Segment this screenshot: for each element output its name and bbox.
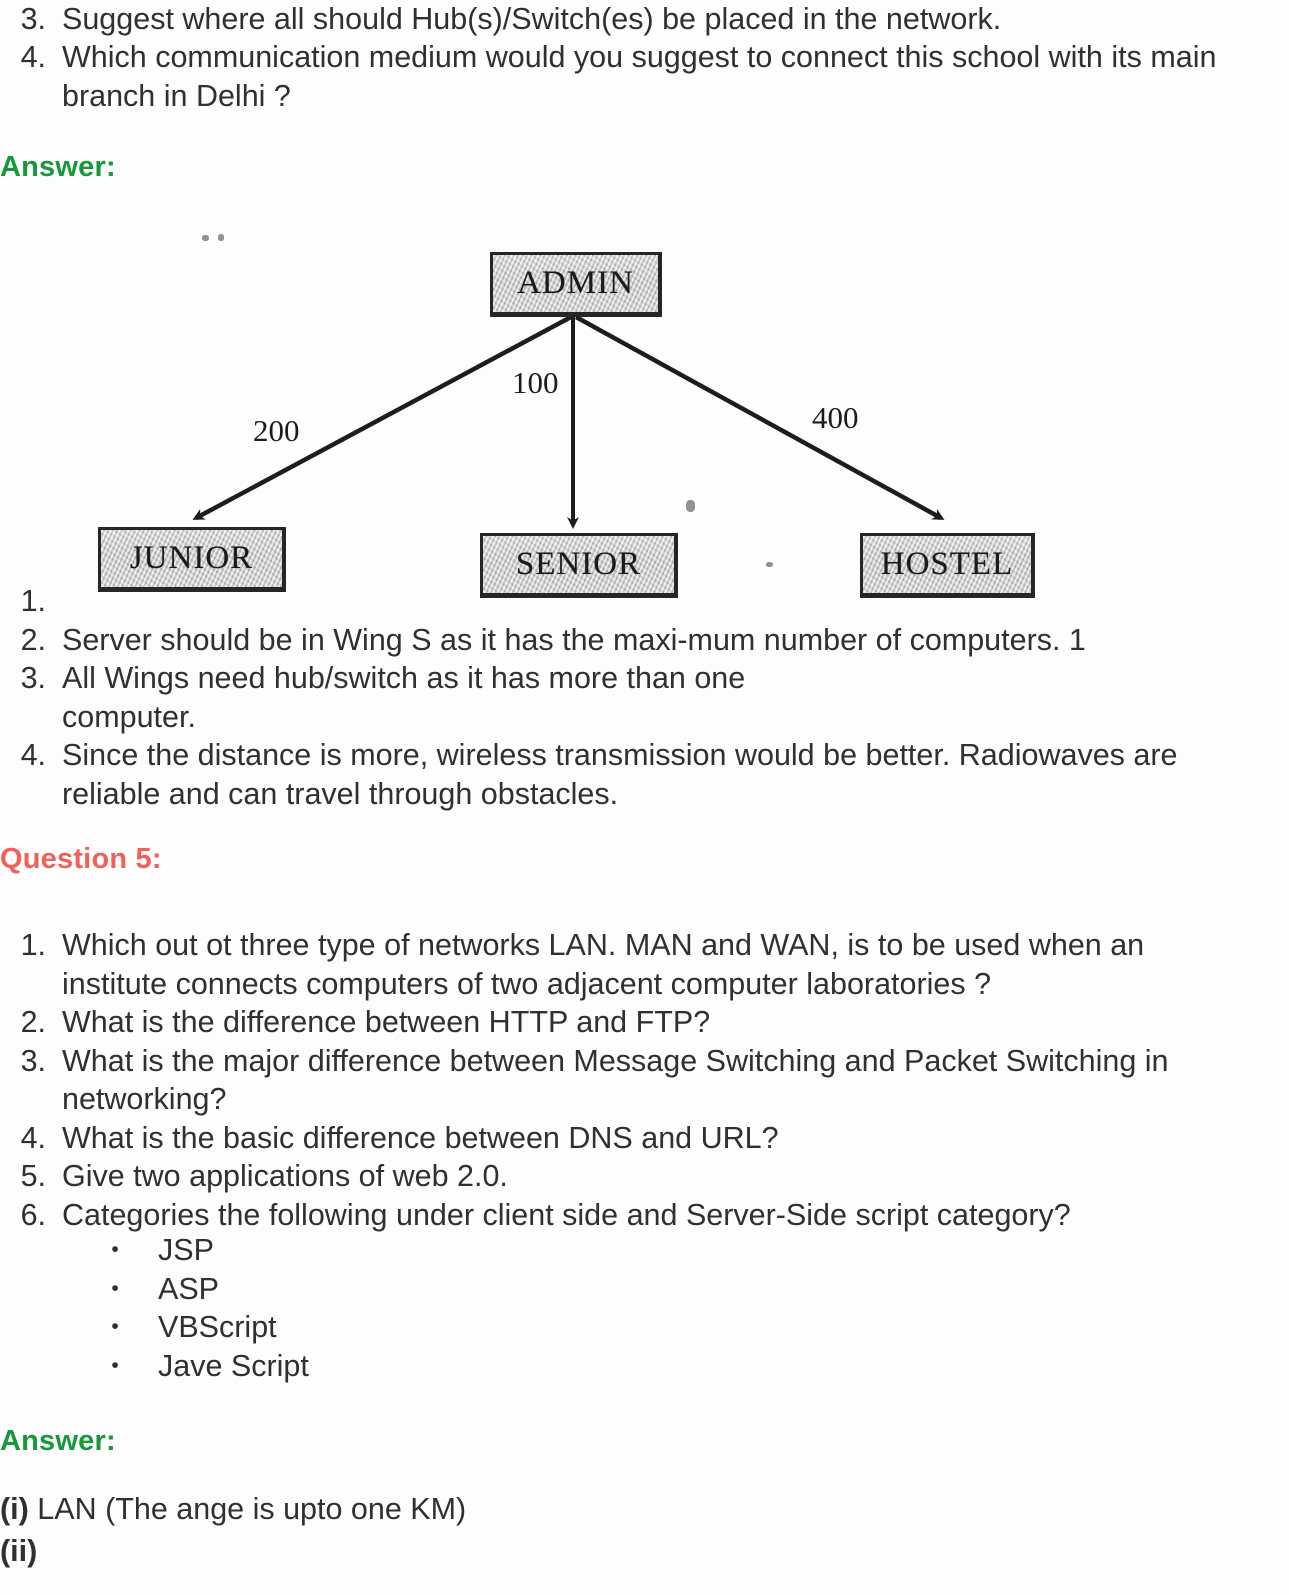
- answer-heading: Answer:: [0, 151, 116, 183]
- node-label: HOSTEL: [880, 546, 1014, 582]
- list-text: Which communication medium would you sug…: [62, 40, 1217, 113]
- list-item: 1.: [0, 582, 1289, 621]
- scan-speck: [202, 235, 209, 241]
- list-text: Suggest where all should Hub(s)/Switch(e…: [62, 2, 1002, 36]
- list-item: • Jave Script: [108, 1347, 309, 1386]
- list-item: 6. Categories the following under client…: [0, 1196, 1289, 1235]
- list-item: 3. Suggest where all should Hub(s)/Switc…: [0, 0, 1289, 38]
- edge-admin-hostel: [574, 315, 945, 520]
- node-label: SENIOR: [515, 546, 642, 582]
- list-marker: 5.: [20, 1159, 46, 1193]
- list-marker: 3.: [20, 2, 46, 36]
- list-item: 4. Since the distance is more, wireless …: [0, 736, 1289, 813]
- list-item: 3. What is the major difference between …: [0, 1042, 1289, 1119]
- edge-label-junior: 200: [253, 413, 300, 448]
- answer-line-text: LAN (The ange is upto one KM): [28, 1492, 467, 1526]
- node-senior: SENIOR: [480, 533, 678, 598]
- node-admin: ADMIN: [490, 252, 662, 317]
- question-heading: Question 5:: [0, 843, 162, 875]
- list-text: Give two applications of web 2.0.: [62, 1159, 508, 1193]
- list-marker: 3.: [20, 1043, 46, 1078]
- list-marker: 4.: [20, 40, 46, 74]
- answer-heading: Answer:: [0, 1425, 116, 1457]
- question5-bullets: • JSP • ASP • VBScript • Jave Script: [108, 1231, 309, 1385]
- node-junior: JUNIOR: [98, 527, 286, 592]
- network-diagram: ADMIN JUNIOR SENIOR HOSTEL 200 100 400: [0, 210, 1289, 610]
- scan-speck: [218, 234, 224, 241]
- node-hostel: HOSTEL: [860, 533, 1035, 598]
- bullet-text: ASP: [158, 1271, 220, 1306]
- roman-numeral: (i): [0, 1492, 29, 1526]
- answer-line-i: (i) LAN (The ange is upto one KM): [0, 1490, 466, 1528]
- question5-list: 1. Which out ot three type of networks L…: [0, 926, 1289, 1234]
- top-question-list: 3. Suggest where all should Hub(s)/Switc…: [0, 0, 1289, 115]
- list-marker: 3.: [20, 661, 46, 695]
- list-text: What is the major difference between Mes…: [62, 1043, 1169, 1117]
- bullet-icon: •: [111, 1315, 119, 1338]
- list-text: What is the basic difference between DNS…: [62, 1120, 779, 1155]
- roman-numeral: (ii): [0, 1534, 38, 1568]
- list-marker: 1.: [20, 928, 46, 962]
- diagram-connectors: [192, 315, 945, 529]
- bullet-icon: •: [111, 1353, 119, 1377]
- list-item: 3. All Wings need hub/switch as it has m…: [0, 659, 1289, 736]
- list-marker: 6.: [20, 1197, 46, 1232]
- list-item: • JSP: [108, 1231, 309, 1270]
- list-marker: 4.: [20, 1120, 46, 1155]
- answer-line-ii: (ii): [0, 1532, 37, 1570]
- list-marker: 1.: [20, 584, 46, 618]
- list-text: Server should be in Wing S as it has the…: [62, 622, 1086, 657]
- bullet-text: JSP: [158, 1233, 214, 1267]
- edge-admin-junior: [192, 315, 573, 520]
- list-text: Which out ot three type of networks LAN.…: [62, 928, 1145, 1001]
- list-text: What is the difference between HTTP and …: [62, 1005, 711, 1039]
- edge-label-hostel: 400: [812, 400, 859, 435]
- list-item: • VBScript: [108, 1308, 309, 1347]
- list-item: 2. Server should be in Wing S as it has …: [0, 621, 1289, 660]
- answer-list-1: 1. 2. Server should be in Wing S as it h…: [0, 582, 1289, 813]
- list-item: 4. Which communication medium would you …: [0, 38, 1289, 115]
- list-marker: 2.: [20, 622, 46, 657]
- edge-label-senior: 100: [512, 365, 559, 400]
- list-text: All Wings need hub/switch as it has more…: [62, 661, 746, 734]
- bullet-text: VBScript: [158, 1310, 277, 1344]
- list-item: • ASP: [108, 1270, 309, 1309]
- list-marker: 4.: [20, 738, 46, 772]
- scan-speck: [766, 562, 773, 567]
- bullet-text: Jave Script: [158, 1348, 309, 1383]
- bullet-icon: •: [111, 1238, 119, 1261]
- list-item: 4. What is the basic difference between …: [0, 1119, 1289, 1158]
- bullet-icon: •: [111, 1276, 119, 1300]
- list-item: 1. Which out ot three type of networks L…: [0, 926, 1289, 1003]
- list-item: 5. Give two applications of web 2.0.: [0, 1157, 1289, 1196]
- list-item: 2. What is the difference between HTTP a…: [0, 1003, 1289, 1042]
- node-label: JUNIOR: [129, 540, 254, 576]
- list-text: Since the distance is more, wireless tra…: [62, 738, 1178, 811]
- scan-speck: [686, 500, 695, 512]
- list-marker: 2.: [20, 1005, 46, 1039]
- list-text: Categories the following under client si…: [62, 1197, 1071, 1232]
- node-label: ADMIN: [517, 265, 634, 301]
